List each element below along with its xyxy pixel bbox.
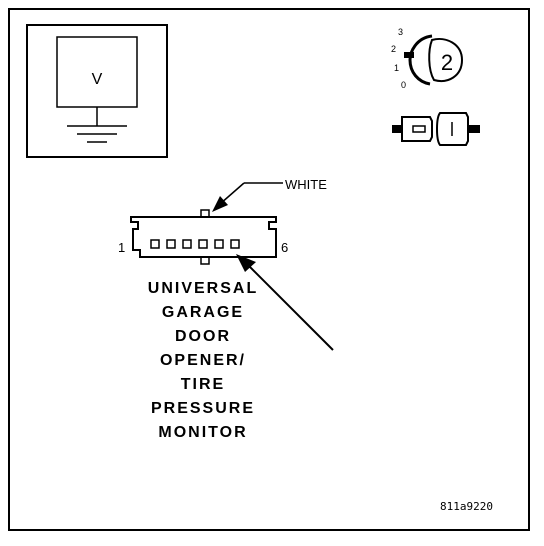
voltmeter-label: V bbox=[92, 71, 103, 88]
pointer-arrowhead bbox=[236, 254, 256, 272]
six-pin-connector: 1 6 bbox=[118, 209, 288, 265]
ignition-position-2: 2 bbox=[391, 44, 396, 54]
plug-wire-right bbox=[468, 125, 480, 133]
connector-pin-6 bbox=[230, 239, 240, 249]
voltmeter-frame bbox=[26, 24, 168, 158]
ignition-pointer bbox=[404, 52, 414, 58]
figure-id: 811a9220 bbox=[440, 500, 493, 513]
voltmeter-symbol: V bbox=[26, 24, 168, 158]
connector-pin-3 bbox=[182, 239, 192, 249]
component-name-line-1: UNIVERSAL bbox=[148, 280, 258, 297]
wire-color-label: WHITE bbox=[285, 177, 327, 192]
connector-pin-5 bbox=[214, 239, 224, 249]
component-name-line-6: PRESSURE bbox=[151, 400, 255, 417]
plug-wire-left bbox=[392, 125, 402, 133]
ignition-position-1: 1 bbox=[394, 63, 399, 73]
pin-label-last: 6 bbox=[281, 240, 288, 255]
ignition-position-0: 0 bbox=[401, 80, 406, 90]
ignition-dial bbox=[408, 34, 433, 86]
ignition-step-label: 2 bbox=[441, 50, 453, 75]
plug-male-body bbox=[401, 116, 433, 142]
ignition-switch-icon: 3 2 1 0 2 bbox=[391, 27, 464, 90]
connector-bottom-latch bbox=[200, 256, 210, 265]
pin-pointer-arrow bbox=[236, 254, 334, 351]
ignition-key-head bbox=[428, 38, 464, 82]
callout-arrowhead bbox=[212, 196, 228, 212]
ignition-position-3: 3 bbox=[398, 27, 403, 37]
component-name-line-4: OPENER/ bbox=[160, 352, 246, 369]
connector-housing bbox=[130, 216, 277, 258]
component-name-line-7: MONITOR bbox=[158, 424, 247, 441]
component-name-line-3: DOOR bbox=[175, 328, 231, 345]
connector-pin-2 bbox=[166, 239, 176, 249]
component-name-line-2: GARAGE bbox=[162, 304, 244, 321]
plug-male-pin bbox=[412, 125, 426, 133]
pin-label-first: 1 bbox=[118, 240, 125, 255]
outer-frame bbox=[8, 8, 530, 531]
connector-pin-4 bbox=[198, 239, 208, 249]
connector-plug-icon bbox=[392, 112, 480, 146]
wire-color-callout: WHITE bbox=[212, 177, 327, 212]
connector-top-latch bbox=[200, 209, 210, 218]
connector-pin-1 bbox=[150, 239, 160, 249]
component-name: UNIVERSAL GARAGE DOOR OPENER/ TIRE PRESS… bbox=[148, 280, 258, 441]
component-name-line-5: TIRE bbox=[181, 376, 225, 393]
pointer-shaft bbox=[246, 263, 334, 351]
